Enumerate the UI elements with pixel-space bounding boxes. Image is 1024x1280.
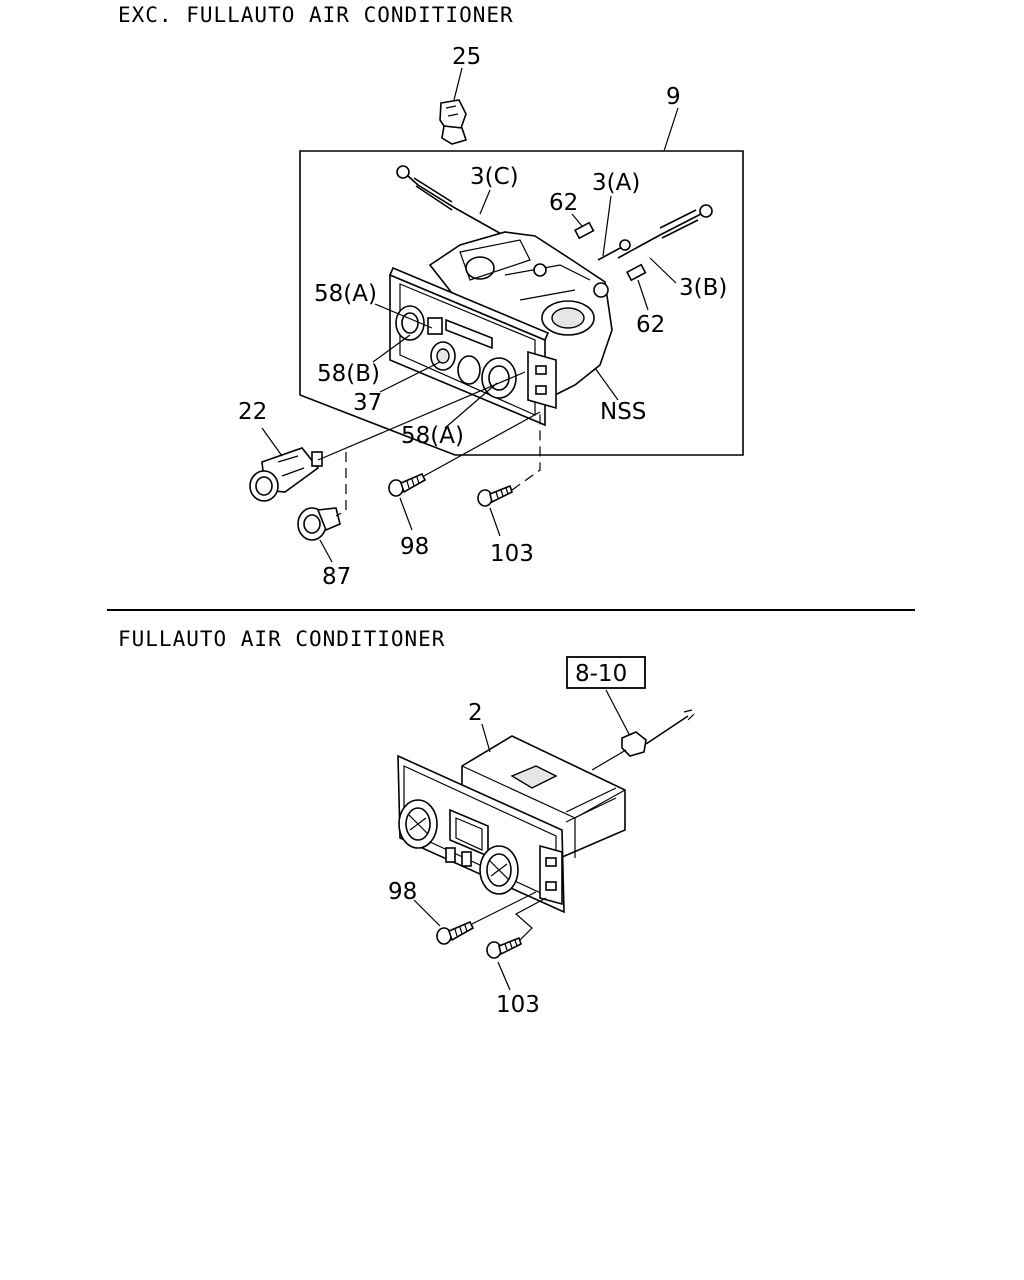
control-head-unit — [388, 231, 613, 427]
switch-part-22 — [249, 447, 323, 502]
leader-98-lower — [413, 899, 441, 927]
control-cables — [396, 165, 713, 282]
screw-part-98 — [388, 472, 427, 497]
leader-3c — [479, 189, 491, 215]
leader-62-top — [571, 213, 583, 227]
screw-part-103 — [477, 484, 513, 507]
leader-58a-bottom — [444, 382, 498, 429]
section-title-exc-fullauto: EXC. FULLAUTO AIR CONDITIONER — [118, 3, 514, 27]
callout-58a-top: 58(A) — [314, 281, 377, 307]
callout-98: 98 — [400, 534, 429, 560]
screw-part-98-lower — [436, 920, 475, 945]
section-title-fullauto: FULLAUTO AIR CONDITIONER — [118, 627, 445, 651]
leader-87 — [319, 539, 333, 563]
wiring-connector — [591, 709, 695, 771]
leader-22-mount — [317, 371, 526, 461]
callout-22: 22 — [238, 399, 267, 425]
callout-3a: 3(A) — [592, 170, 640, 196]
screw-part-103-lower — [486, 936, 522, 959]
leader-98 — [399, 497, 413, 531]
leader-3b — [649, 257, 677, 284]
clip-part-25 — [439, 99, 468, 145]
climate-control-unit-2 — [397, 735, 626, 914]
leader-87-dash — [335, 452, 347, 517]
leader-37 — [379, 361, 441, 393]
leader-3a — [602, 195, 612, 257]
reference-box-8-10 — [566, 656, 646, 689]
leader-103-lower-mount — [514, 897, 547, 941]
leader-nss — [594, 367, 619, 401]
section-exc-fullauto: EXC. FULLAUTO AIR CONDITIONER 9 25 — [118, 3, 744, 590]
leader-22 — [261, 427, 283, 457]
leader-62-bottom — [637, 279, 649, 311]
callout-98-lower: 98 — [388, 879, 417, 905]
callout-9: 9 — [666, 84, 681, 110]
leader-58a-top — [374, 303, 433, 329]
leader-98-mount — [423, 411, 541, 477]
leader-25 — [453, 67, 463, 101]
leader-58b — [372, 334, 411, 363]
leader-9 — [663, 107, 679, 152]
leader-8-10 — [605, 689, 631, 737]
callout-62-top: 62 — [549, 190, 578, 216]
section-fullauto: FULLAUTO AIR CONDITIONER 8-10 — [118, 627, 695, 1018]
leader-103-dash — [511, 412, 541, 491]
callout-nss: NSS — [600, 399, 646, 425]
callout-103: 103 — [490, 541, 534, 567]
callout-58a-bottom: 58(A) — [401, 423, 464, 449]
callout-3b: 3(B) — [679, 275, 727, 301]
callout-3c: 3(C) — [470, 164, 519, 190]
callout-8-10: 8-10 — [575, 661, 627, 687]
callout-87: 87 — [322, 564, 351, 590]
leader-103-lower — [497, 961, 511, 991]
leader-98-lower-mount — [471, 891, 537, 925]
callout-25: 25 — [452, 44, 481, 70]
leader-2 — [481, 723, 491, 753]
bezel-part-87 — [297, 507, 341, 541]
callout-103-lower: 103 — [496, 992, 540, 1018]
assembly-outline-box — [299, 150, 744, 456]
leader-103 — [489, 507, 501, 537]
callout-2: 2 — [468, 700, 483, 726]
callout-62-bottom: 62 — [636, 312, 665, 338]
callout-37: 37 — [353, 390, 382, 416]
callout-58b: 58(B) — [317, 361, 380, 387]
